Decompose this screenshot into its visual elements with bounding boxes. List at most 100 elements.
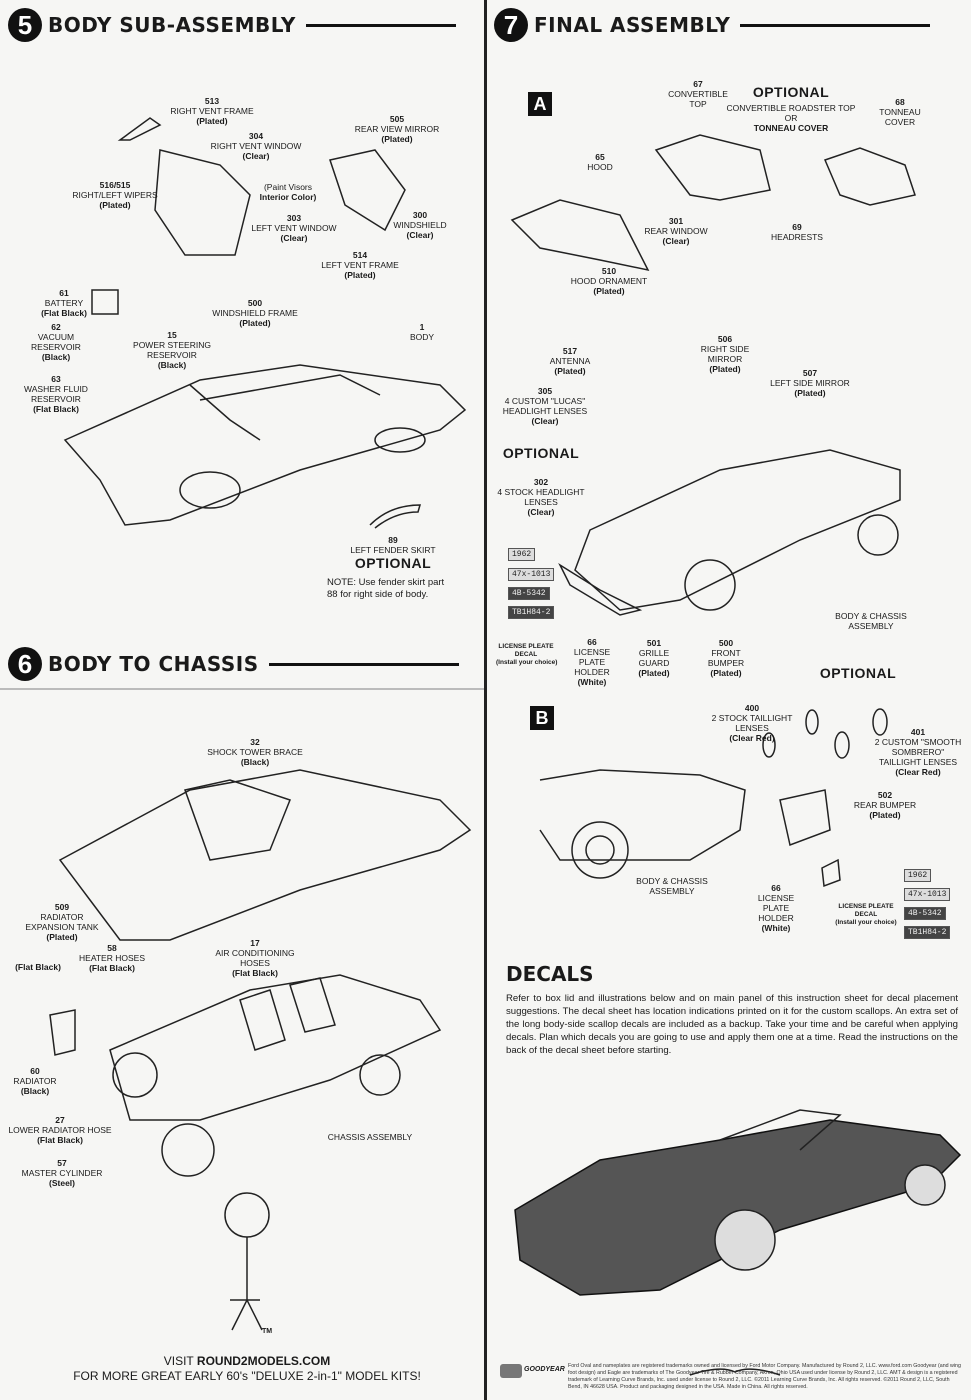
license-plate-2: 47x-1013	[904, 888, 951, 901]
part-name: (Paint Visors	[263, 182, 313, 192]
part-name: REAR BUMPER	[853, 800, 917, 810]
part-number: 303	[286, 213, 302, 223]
header-rule	[740, 23, 931, 27]
part-name: RIGHT VENT WINDOW	[210, 141, 302, 151]
part-number: 65	[595, 152, 605, 162]
part-number: 516/515	[99, 180, 131, 190]
part-name: 4 STOCK HEADLIGHT LENSES	[497, 487, 585, 507]
part-number: 514	[352, 250, 368, 260]
part-number: 58	[107, 943, 117, 953]
final-assembly-illustration	[510, 134, 916, 616]
part-number: 1	[419, 322, 425, 332]
promo-visit: VISIT ROUND2MODELS.COM	[164, 1354, 330, 1368]
part-number: 500	[247, 298, 263, 308]
part-finish: (Plated)	[99, 200, 131, 210]
ford-oval-logo	[500, 1364, 522, 1378]
part-name: SHOCK TOWER BRACE	[207, 747, 303, 757]
rear-assembly-illustration	[539, 708, 888, 888]
part-number: 509	[54, 902, 70, 912]
part-finish: (Plated)	[593, 286, 625, 296]
part-number: 57	[57, 1158, 67, 1168]
part-label-bca_a: BODY & CHASSIS ASSEMBLY	[826, 611, 916, 631]
optional-heading: OPTIONAL	[502, 445, 580, 461]
part-finish: (Flat Black)	[33, 404, 79, 414]
part-number: 66	[771, 883, 781, 893]
part-finish: (Flat Black)	[41, 308, 87, 318]
part-finish: (Clear)	[531, 416, 559, 426]
column-divider	[484, 0, 487, 1400]
part-number: 513	[204, 96, 220, 106]
part-number: 506	[717, 334, 733, 344]
part-number: 66	[587, 637, 597, 647]
part-number: 304	[248, 131, 264, 141]
part-finish: (Flat Black)	[89, 963, 135, 973]
part-name: LICENSE PLEATE DECAL	[838, 903, 894, 918]
part-finish: (White)	[761, 923, 791, 933]
part-label-lpd_b: LICENSE PLEATE DECAL(Install your choice…	[833, 903, 899, 927]
promo-website-link[interactable]: ROUND2MODELS.COM	[196, 1354, 331, 1368]
part-label-lpd_a: LICENSE PLEATE DECAL(Install your choice…	[496, 643, 557, 667]
step-title: FINAL ASSEMBLY	[534, 13, 731, 37]
part-name: 2 STOCK TAILLIGHT LENSES	[711, 713, 793, 733]
part-number: 400	[744, 703, 760, 713]
part-name: REAR VIEW MIRROR	[354, 124, 440, 134]
step-number: 6	[8, 647, 42, 681]
part-finish: (Black)	[240, 757, 270, 767]
part-number: 60	[30, 1066, 40, 1076]
part-finish: (Flat Black)	[15, 962, 61, 972]
body-illustration	[63, 117, 467, 529]
step-7-header: 7 FINAL ASSEMBLY	[494, 8, 931, 42]
part-finish: (Clear)	[242, 151, 270, 161]
part-name: RADIATOR	[13, 1076, 57, 1086]
part-name: LOWER RADIATOR HOSE	[8, 1125, 112, 1135]
part-name: 2 CUSTOM "SMOOTH SOMBRERO" TAILLIGHT LEN…	[874, 737, 962, 767]
part-number: 61	[59, 288, 69, 298]
part-finish: (Flat Black)	[232, 968, 278, 978]
step-title: BODY TO CHASSIS	[48, 652, 259, 676]
part-number: 301	[668, 216, 684, 226]
part-finish: (Black)	[157, 360, 187, 370]
part-name: WINDSHIELD	[393, 220, 447, 230]
part-number: 302	[533, 477, 549, 487]
part-name: VACUUM RESERVOIR	[31, 332, 81, 352]
part-finish: (Plated)	[554, 366, 586, 376]
mascot-illustration	[224, 1192, 270, 1331]
part-name: HEATER HOSES	[79, 953, 145, 963]
part-number: 62	[51, 322, 61, 332]
part-finish: (Black)	[41, 352, 71, 362]
optional-heading: OPTIONAL	[819, 665, 897, 681]
part-name: LICENSE PLATE HOLDER	[757, 893, 795, 923]
part-name: LEFT VENT FRAME	[321, 260, 399, 270]
part-finish: TONNEAU COVER	[753, 123, 829, 133]
step-5-header: 5 BODY SUB-ASSEMBLY	[8, 8, 456, 42]
part-number: 507	[802, 368, 818, 378]
license-plate-1962: 1962	[904, 869, 932, 882]
part-number: 300	[412, 210, 428, 220]
step-number: 5	[8, 8, 42, 42]
part-name: CHASSIS ASSEMBLY	[327, 1132, 413, 1142]
part-finish: (Plated)	[709, 364, 741, 374]
part-name: BODY	[409, 332, 435, 342]
step-number: 7	[494, 8, 528, 42]
